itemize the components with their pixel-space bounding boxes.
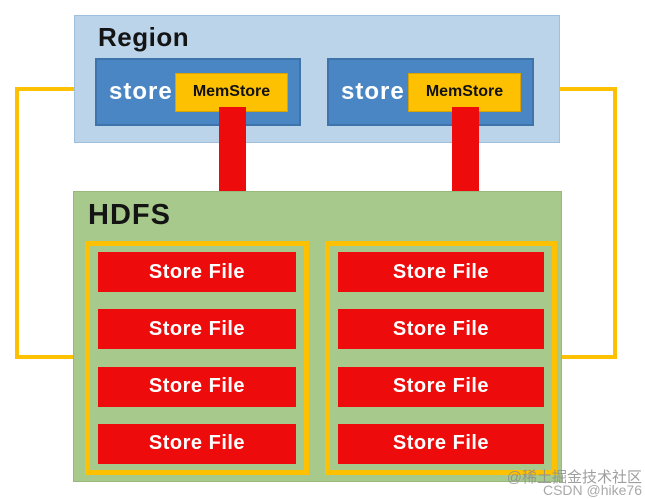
memstore-label-2: MemStore bbox=[425, 83, 504, 100]
store-file-box: Store File bbox=[98, 252, 296, 292]
store-file-label: Store File bbox=[392, 260, 490, 283]
connector-left-bottom-segment bbox=[15, 355, 89, 359]
memstore-box-1: MemStore bbox=[175, 72, 288, 112]
connector-right-vertical-segment bbox=[613, 87, 617, 359]
hdfs-box: HDFS Store File Store File Store File St… bbox=[73, 191, 562, 482]
store-file-label: Store File bbox=[148, 375, 246, 398]
store-box-2: store MemStore bbox=[327, 58, 534, 126]
store-file-box: Store File bbox=[338, 252, 544, 292]
store-file-box: Store File bbox=[98, 309, 296, 350]
region-label: Region bbox=[98, 22, 190, 52]
flush-down-arrow-icon-left bbox=[219, 107, 246, 197]
store-file-box: Store File bbox=[338, 423, 544, 464]
store-file-box: Store File bbox=[98, 366, 296, 407]
store-file-label: Store File bbox=[392, 432, 490, 455]
store-box-1: store MemStore bbox=[95, 58, 301, 126]
store-file-label: Store File bbox=[392, 317, 490, 340]
watermark-line-1: @稀土掘金技术社区 bbox=[506, 469, 642, 486]
watermark: @稀土掘金技术社区 CSDN @hike76 bbox=[506, 469, 642, 498]
connector-right-top-segment bbox=[528, 87, 617, 91]
region-box: Region store MemStore store MemStore bbox=[74, 15, 560, 143]
store-file-column-1: Store File Store File Store File Store F… bbox=[85, 241, 309, 475]
store-file-label: Store File bbox=[148, 432, 246, 455]
store-file-column-2: Store File Store File Store File Store F… bbox=[325, 241, 557, 475]
hdfs-label: HDFS bbox=[88, 199, 171, 231]
memstore-box-2: MemStore bbox=[408, 72, 521, 112]
flush-down-arrow-icon-right bbox=[452, 107, 479, 197]
connector-left-vertical-segment bbox=[15, 87, 19, 359]
store-file-box: Store File bbox=[98, 423, 296, 464]
store-label-1: store bbox=[109, 78, 173, 105]
store-label-2: store bbox=[341, 78, 405, 105]
store-file-box: Store File bbox=[338, 366, 544, 407]
connector-right-bottom-segment bbox=[550, 355, 617, 359]
store-file-label: Store File bbox=[392, 375, 490, 398]
store-file-label: Store File bbox=[148, 317, 246, 340]
watermark-line-2: CSDN @hike76 bbox=[542, 482, 642, 498]
connector-left-top-segment bbox=[15, 87, 97, 91]
store-file-box: Store File bbox=[338, 309, 544, 350]
store-file-label: Store File bbox=[148, 260, 246, 283]
memstore-label-1: MemStore bbox=[192, 83, 271, 100]
